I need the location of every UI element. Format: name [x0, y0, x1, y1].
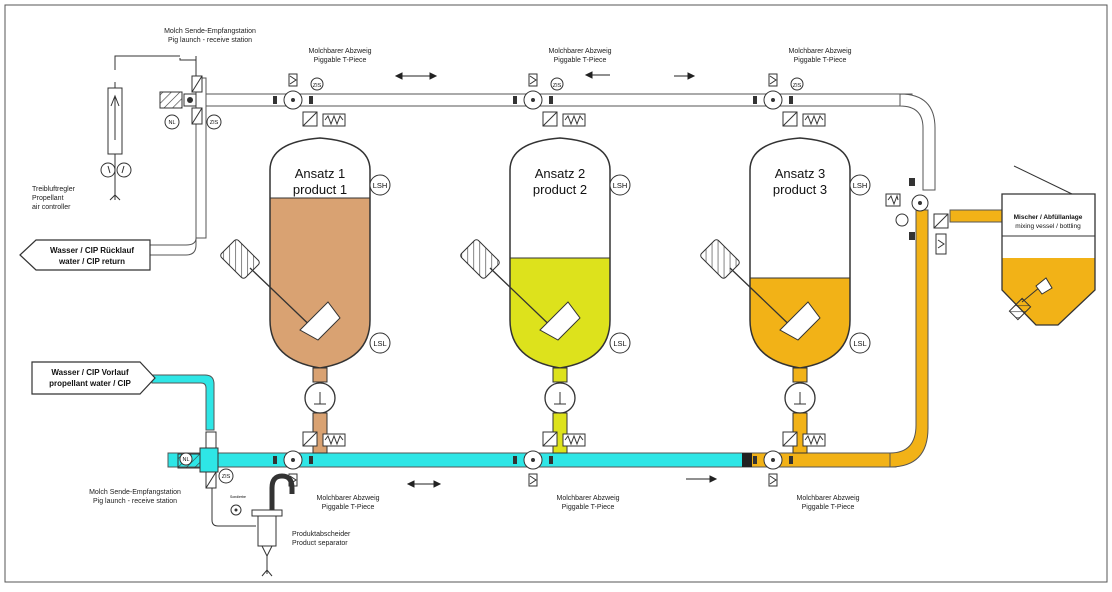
agitator-3 [700, 239, 821, 341]
mixer-vessel [1001, 165, 1096, 326]
tank-2-shell [509, 137, 611, 369]
tank-2-label-line2: product 2 [533, 182, 587, 197]
tank-2-label-line1: Ansatz 2 [535, 166, 586, 181]
top-tpiece-2-line1: Molchbarer Abzweig [548, 48, 611, 55]
separator-tag: Sondierbe [230, 495, 246, 499]
tank-outlet-valves [304, 382, 816, 414]
bottom-tpiece-3-line1: Molchbarer Abzweig [796, 495, 859, 502]
bottom-tpiece-2-line2: Piggable T-Piece [562, 504, 615, 511]
top-station [159, 56, 222, 130]
product-separator [230, 473, 295, 577]
lsl-1: LSL [373, 339, 386, 348]
bottom-tpiece-3-line2: Piggable T-Piece [802, 504, 855, 511]
nl-bottom: NL [182, 457, 189, 463]
lsl-2: LSL [613, 339, 626, 348]
cip-supply-line2: propellant water / CIP [49, 379, 131, 388]
tank-3-label-line2: product 3 [773, 182, 827, 197]
bottom-station [177, 431, 256, 527]
top-tpiece-1-line2: Piggable T-Piece [314, 57, 367, 64]
top-tpiece-2-line2: Piggable T-Piece [554, 57, 607, 64]
mixer-shell [1001, 193, 1096, 326]
lsl-3: LSL [853, 339, 866, 348]
zis-top-1: ZIS [313, 83, 322, 89]
top-tpiece-3-line1: Molchbarer Abzweig [788, 48, 851, 55]
bottom-tpiece-valves [273, 431, 826, 487]
air-controller [100, 55, 180, 201]
air-controller-line2: Propellant [32, 195, 64, 202]
bottom-tpiece-1-line1: Molchbarer Abzweig [316, 495, 379, 502]
bottom-station-label-line1: Molch Sende-Empfangstation [89, 489, 181, 496]
bottom-station-label-line2: Pig launch - receive station [93, 498, 177, 505]
flow-arrows [394, 71, 718, 488]
separator-label-line2: Product separator [292, 540, 348, 547]
cip-return-box [19, 239, 151, 271]
nl-top: NL [168, 120, 175, 126]
tank-1-label-line2: product 1 [293, 182, 347, 197]
zis-station-top: ZIS [210, 120, 219, 126]
air-controller-line1: Treibluftregler [32, 186, 76, 193]
diagram-frame [4, 4, 1108, 583]
mixer-label-line1: Mischer / Abfüllanlage [1014, 214, 1083, 221]
zis-station-bottom: ZIS [222, 474, 231, 480]
cip-return-line2: water / CIP return [58, 257, 125, 266]
lsh-2: LSH [613, 181, 628, 190]
bottom-tpiece-1-line2: Piggable T-Piece [322, 504, 375, 511]
tank-3-shell [749, 137, 851, 369]
zis-top-3: ZIS [793, 83, 802, 89]
top-station-label-line2: Pig launch - receive station [168, 37, 252, 44]
zis-top-2: ZIS [553, 83, 562, 89]
separator-label-line1: Produktabscheider [292, 531, 351, 538]
lsh-1: LSH [373, 181, 388, 190]
lsh-3: LSH [853, 181, 868, 190]
top-tpiece-1-line1: Molchbarer Abzweig [308, 48, 371, 55]
tank-3-label-line1: Ansatz 3 [775, 166, 826, 181]
bottom-tpiece-2-line1: Molchbarer Abzweig [556, 495, 619, 502]
agitator-2 [460, 239, 581, 341]
right-valve-cluster [885, 178, 949, 255]
cip-return-line1: Wasser / CIP Rücklauf [50, 246, 134, 255]
agitator-1 [220, 239, 341, 341]
top-tpiece-3-line2: Piggable T-Piece [794, 57, 847, 64]
cip-supply-box [31, 361, 156, 395]
tank-1-fill [270, 198, 370, 368]
mixer-label-line2: mixing vessel / bottling [1015, 223, 1081, 230]
air-controller-line3: air controller [32, 204, 71, 211]
tank-1-label-line1: Ansatz 1 [295, 166, 346, 181]
top-tpiece-valves [273, 73, 826, 127]
top-pipe [139, 77, 936, 256]
tank-1-shell [269, 137, 371, 369]
level-sensors [369, 174, 871, 354]
top-station-label-line1: Molch Sende-Empfangstation [164, 28, 256, 35]
cip-supply-line1: Wasser / CIP Vorlauf [51, 368, 129, 377]
